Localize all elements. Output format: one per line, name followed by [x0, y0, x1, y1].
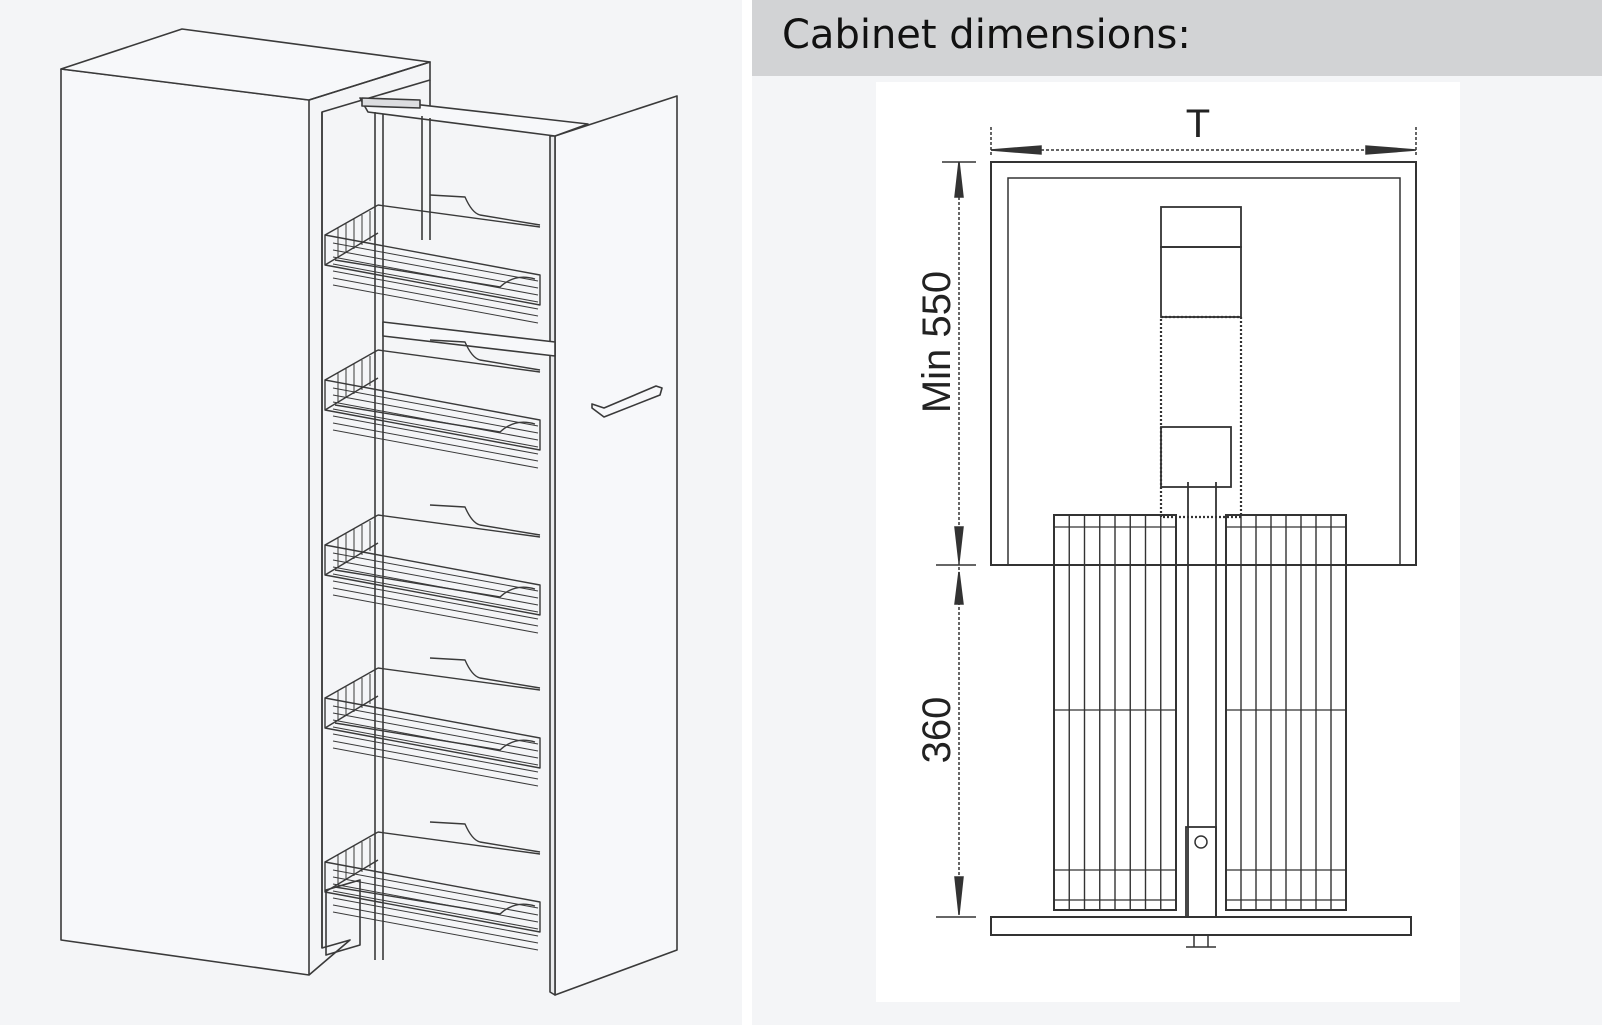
- width-label: T: [1186, 102, 1210, 146]
- wire-basket: [324, 657, 541, 787]
- pantry-cabinet-illustration: [60, 28, 678, 996]
- cabinet-illustration-panel: [0, 0, 742, 1025]
- slide-foot: [1185, 826, 1217, 918]
- plan-basket-right: [1225, 514, 1347, 911]
- dimensions-title-bar: Cabinet dimensions:: [752, 0, 1602, 76]
- width-arrow-left-icon: [990, 145, 1042, 155]
- extension-label: 360: [915, 697, 959, 764]
- pullout-post-back: [421, 116, 431, 240]
- width-dimension-line: [990, 127, 1417, 157]
- wire-basket: [324, 194, 541, 324]
- dimensions-panel: Cabinet dimensions:: [752, 0, 1602, 1025]
- depth-arrow-top-icon: [954, 161, 964, 198]
- dimensions-title: Cabinet dimensions:: [782, 12, 1191, 58]
- base-plate: [990, 916, 1412, 936]
- wire-basket: [324, 504, 541, 634]
- wire-basket: [324, 821, 541, 951]
- base-center-mark: [1186, 935, 1216, 948]
- pullout-bottom-rail: [325, 879, 361, 956]
- depth-arrow-mid-icon: [954, 526, 964, 563]
- cabinet-front-face: [60, 68, 310, 976]
- pullout-door: [554, 95, 678, 996]
- plan-view-drawing: T Min 550 360: [915, 102, 1417, 948]
- slide-carriage-lower: [1160, 426, 1232, 488]
- panel-divider: [742, 0, 752, 1025]
- cabinet-outline-outer: [990, 161, 1417, 566]
- pullout-cross-rail: [382, 321, 556, 357]
- slide-foot-bolt: [1194, 835, 1208, 849]
- pullout-top-bracket: [361, 97, 421, 109]
- extension-arrow-top-icon: [954, 571, 964, 605]
- slide-bracket-top: [1160, 206, 1242, 248]
- plan-basket-left: [1053, 514, 1177, 911]
- handle-icon: [591, 385, 663, 418]
- wire-basket: [324, 339, 541, 469]
- pullout-door-edge: [549, 135, 556, 996]
- slide-center-column: [1187, 482, 1217, 917]
- slide-carriage-upper: [1160, 246, 1242, 318]
- width-arrow-right-icon: [1365, 145, 1417, 155]
- depth-min-label: Min 550: [915, 271, 959, 413]
- cabinet-outline-inner: [1007, 177, 1401, 566]
- slide-rail: [1159, 315, 1243, 519]
- pullout-post-front: [374, 112, 384, 960]
- cabinet-inner-back: [321, 80, 431, 948]
- dimension-drawing-card: T Min 550 360: [876, 82, 1460, 1002]
- extension-arrow-bottom-icon: [954, 876, 964, 915]
